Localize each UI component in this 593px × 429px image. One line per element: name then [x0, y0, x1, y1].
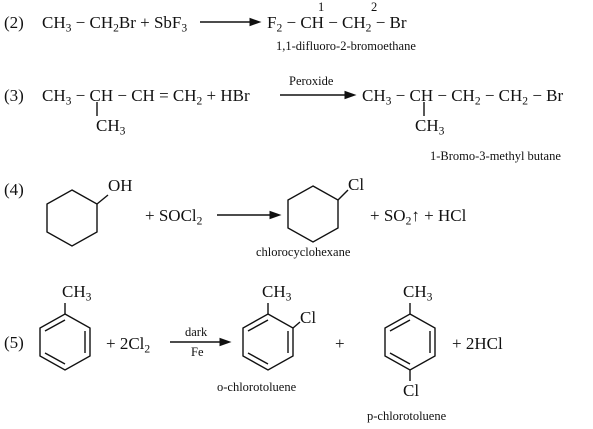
p-chlorotoluene-methyl-label: CH3	[403, 282, 433, 304]
p-chlorotoluene-cl-label: Cl	[403, 381, 420, 400]
reaction-2-product-name: 1,1-difluoro-2-bromoethane	[276, 39, 416, 53]
toluene-methyl-sub: 3	[85, 290, 92, 304]
reaction-2-reactant-sub-2: 2	[113, 21, 119, 35]
reaction-3-product-branch-sub: 3	[438, 124, 445, 138]
toluene-ring	[39, 313, 91, 371]
reaction-4-arrow	[217, 210, 282, 220]
reaction-4-byproducts: + SO2↑ + HCl	[370, 206, 467, 228]
reaction-2-product-text-2: − CH − CH	[282, 13, 366, 32]
reaction-3-reactant-branch-text: CH	[96, 116, 120, 135]
reaction-3-product-text-3: − CH	[480, 86, 523, 105]
reaction-5-condition-top: dark	[185, 325, 208, 339]
reaction-3-product-branch-text: CH	[415, 116, 439, 135]
chlorocyclohexane-cl-label: Cl	[348, 175, 365, 194]
o-chlorotoluene-cl-label: Cl	[300, 308, 317, 327]
chlorocyclohexane-cl-bond	[337, 189, 349, 201]
reaction-2-product-text-3: − Br	[371, 13, 407, 32]
reaction-3-arrow	[280, 90, 357, 100]
reaction-3-product-name: 1-Bromo-3-methyl butane	[430, 149, 561, 163]
reaction-4-byproduct-text-2: ↑ + HCl	[411, 206, 467, 225]
reaction-3-number: (3)	[4, 86, 24, 105]
cyclohexanol-oh-label: OH	[108, 176, 133, 195]
reaction-2-arrow	[200, 17, 262, 27]
reaction-5-byproduct: + 2HCl	[452, 334, 503, 353]
reaction-2-product-sub-2: 2	[365, 21, 372, 35]
carbon-number-1: 1	[318, 0, 325, 14]
reaction-3-reactant-text-3: + HBr	[202, 86, 250, 105]
reaction-2-reactants: CH3 − CH2Br + SbF3	[42, 13, 188, 35]
reaction-3-reactant-text-2: − CH − CH = CH	[71, 86, 197, 105]
cyclohexanol-oh-bond	[96, 194, 109, 205]
cyclohexanol-ring	[46, 189, 98, 247]
reaction-4-reagent: + SOCl2	[145, 206, 203, 228]
reaction-3-reactant-branch: CH3	[96, 116, 126, 138]
reaction-4-reagent-sub: 2	[196, 214, 203, 228]
toluene-methyl-label: CH3	[62, 282, 92, 304]
reaction-3-product-text-4: − Br	[528, 86, 564, 105]
toluene-methyl-text: CH	[62, 282, 86, 301]
reaction-2-number: (2)	[4, 13, 24, 32]
reaction-3-product-sub-1: 3	[385, 94, 392, 108]
reaction-3-product-sub-3: 2	[522, 94, 529, 108]
p-chlorotoluene-ring	[384, 313, 436, 371]
reaction-4-reagent-text: + SOCl	[145, 206, 197, 225]
reaction-4-product-name: chlorocyclohexane	[256, 245, 351, 259]
reaction-5-arrow	[170, 337, 232, 347]
chlorocyclohexane-ring	[287, 185, 339, 243]
reaction-3-product-sub-2: 2	[474, 94, 481, 108]
o-chlorotoluene-ring	[242, 313, 294, 371]
o-chlorotoluene-name: o-chlorotoluene	[217, 380, 297, 394]
o-chlorotoluene-methyl-label: CH3	[262, 282, 292, 304]
reaction-4-byproduct-sub-1: 2	[405, 214, 412, 228]
reaction-3-reactant-branch-sub: 3	[119, 124, 126, 138]
reaction-2-product-text-1: F	[267, 13, 277, 32]
reaction-2-reactant-text-1: CH	[42, 13, 66, 32]
reaction-2-reactant-sub-3: 3	[181, 21, 188, 35]
reaction-2-product: F2 − CH − CH2 − Br	[267, 13, 407, 35]
reaction-4-number: (4)	[4, 180, 24, 199]
reaction-4-byproduct-text-1: + SO	[370, 206, 406, 225]
reaction-2-reactant-text-2: − CH	[71, 13, 114, 32]
reaction-3-product: CH3 − CH − CH2 − CH2 − Br	[362, 86, 564, 108]
p-chlorotoluene-methyl-text: CH	[403, 282, 427, 301]
p-chlorotoluene-name: p-chlorotoluene	[367, 409, 447, 423]
reaction-3-product-text-1: CH	[362, 86, 386, 105]
o-chlorotoluene-methyl-text: CH	[262, 282, 286, 301]
reaction-3-condition: Peroxide	[289, 74, 334, 88]
reaction-3-reactant-text-1: CH	[42, 86, 66, 105]
reaction-2-reactant-text-3: Br + SbF	[118, 13, 182, 32]
reaction-2-product-sub-1: 2	[276, 21, 283, 35]
reaction-2-reactant-sub-1: 3	[65, 21, 72, 35]
reaction-5-reagent-sub: 2	[144, 342, 151, 356]
reaction-3-product-text-2: − CH − CH	[391, 86, 475, 105]
reaction-3-reactant-sub-2: 2	[196, 94, 203, 108]
reaction-5-plus: +	[335, 334, 345, 353]
o-chlorotoluene-methyl-sub: 3	[285, 290, 292, 304]
reaction-5-number: (5)	[4, 333, 24, 352]
reaction-3-reactant: CH3 − CH − CH = CH2 + HBr	[42, 86, 250, 108]
o-chlorotoluene-cl-bond	[292, 321, 301, 329]
reaction-5-reagent-text: + 2Cl	[106, 334, 145, 353]
reaction-5-reagent: + 2Cl2	[106, 334, 151, 356]
reaction-3-product-branch: CH3	[415, 116, 445, 138]
reaction-5-condition-bottom: Fe	[191, 345, 204, 359]
reaction-3-reactant-sub-1: 3	[65, 94, 72, 108]
carbon-number-2: 2	[371, 0, 378, 14]
p-chlorotoluene-methyl-sub: 3	[426, 290, 433, 304]
